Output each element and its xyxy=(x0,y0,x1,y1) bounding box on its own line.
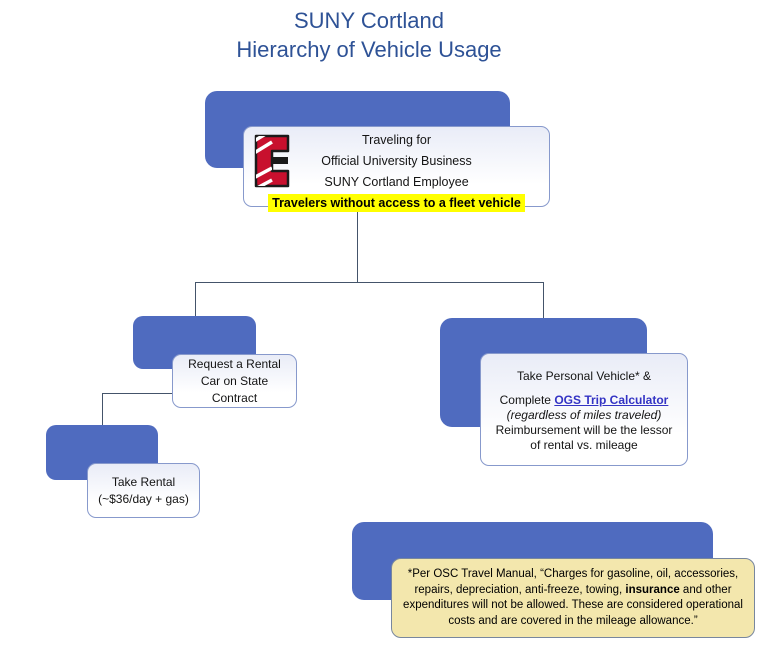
connector-elbow-vertical xyxy=(102,393,103,426)
personal-complete-prefix: Complete xyxy=(499,393,555,407)
page-title: SUNY Cortland Hierarchy of Vehicle Usage xyxy=(0,6,738,64)
footnote-part1: *Per OSC Travel Manual, “Charges for gas… xyxy=(407,568,739,596)
personal-line1: Take Personal Vehicle* & xyxy=(516,369,652,383)
root-line-2: Official University Business xyxy=(321,154,472,168)
root-line-3: SUNY Cortland Employee xyxy=(324,175,469,189)
connector-left-drop xyxy=(195,282,196,317)
footnote-bold-word: insurance xyxy=(625,583,680,596)
connector-right-drop xyxy=(543,282,544,319)
connector-branch-bar xyxy=(195,282,544,283)
footnote-node: *Per OSC Travel Manual, “Charges for gas… xyxy=(391,558,755,638)
root-node: Traveling for Official University Busine… xyxy=(243,126,550,212)
personal-complete-line: Complete OGS Trip Calculator xyxy=(489,393,679,408)
take-rental-node: Take Rental (~$36/day + gas) xyxy=(87,463,200,518)
rental-node: Request a Rental Car on State Contract xyxy=(172,354,297,408)
footnote-text: *Per OSC Travel Manual, “Charges for gas… xyxy=(392,567,754,629)
take-rental-line2: (~$36/day + gas) xyxy=(98,491,189,506)
connector-elbow-horizontal xyxy=(102,393,173,394)
connector-root-stem xyxy=(357,207,358,282)
footnote-part2: and other expenditures will not be allow… xyxy=(403,583,743,627)
personal-italic-note: (regardless of miles traveled) xyxy=(506,408,662,422)
ogs-trip-calculator-link[interactable]: OGS Trip Calculator xyxy=(554,393,669,407)
page-title-line1: SUNY Cortland xyxy=(294,8,444,33)
root-highlight-text: Travelers without access to a fleet vehi… xyxy=(268,194,525,212)
cortland-c-logo-icon xyxy=(250,132,294,195)
page-title-line2: Hierarchy of Vehicle Usage xyxy=(236,37,502,62)
personal-reimbursement: Reimbursement will be the lessor of rent… xyxy=(495,423,673,452)
root-line-1: Traveling for xyxy=(361,133,431,147)
rental-label: Request a Rental Car on State Contract xyxy=(188,356,281,405)
take-rental-line1: Take Rental xyxy=(111,474,176,489)
personal-node: Take Personal Vehicle* & Complete OGS Tr… xyxy=(480,353,688,466)
